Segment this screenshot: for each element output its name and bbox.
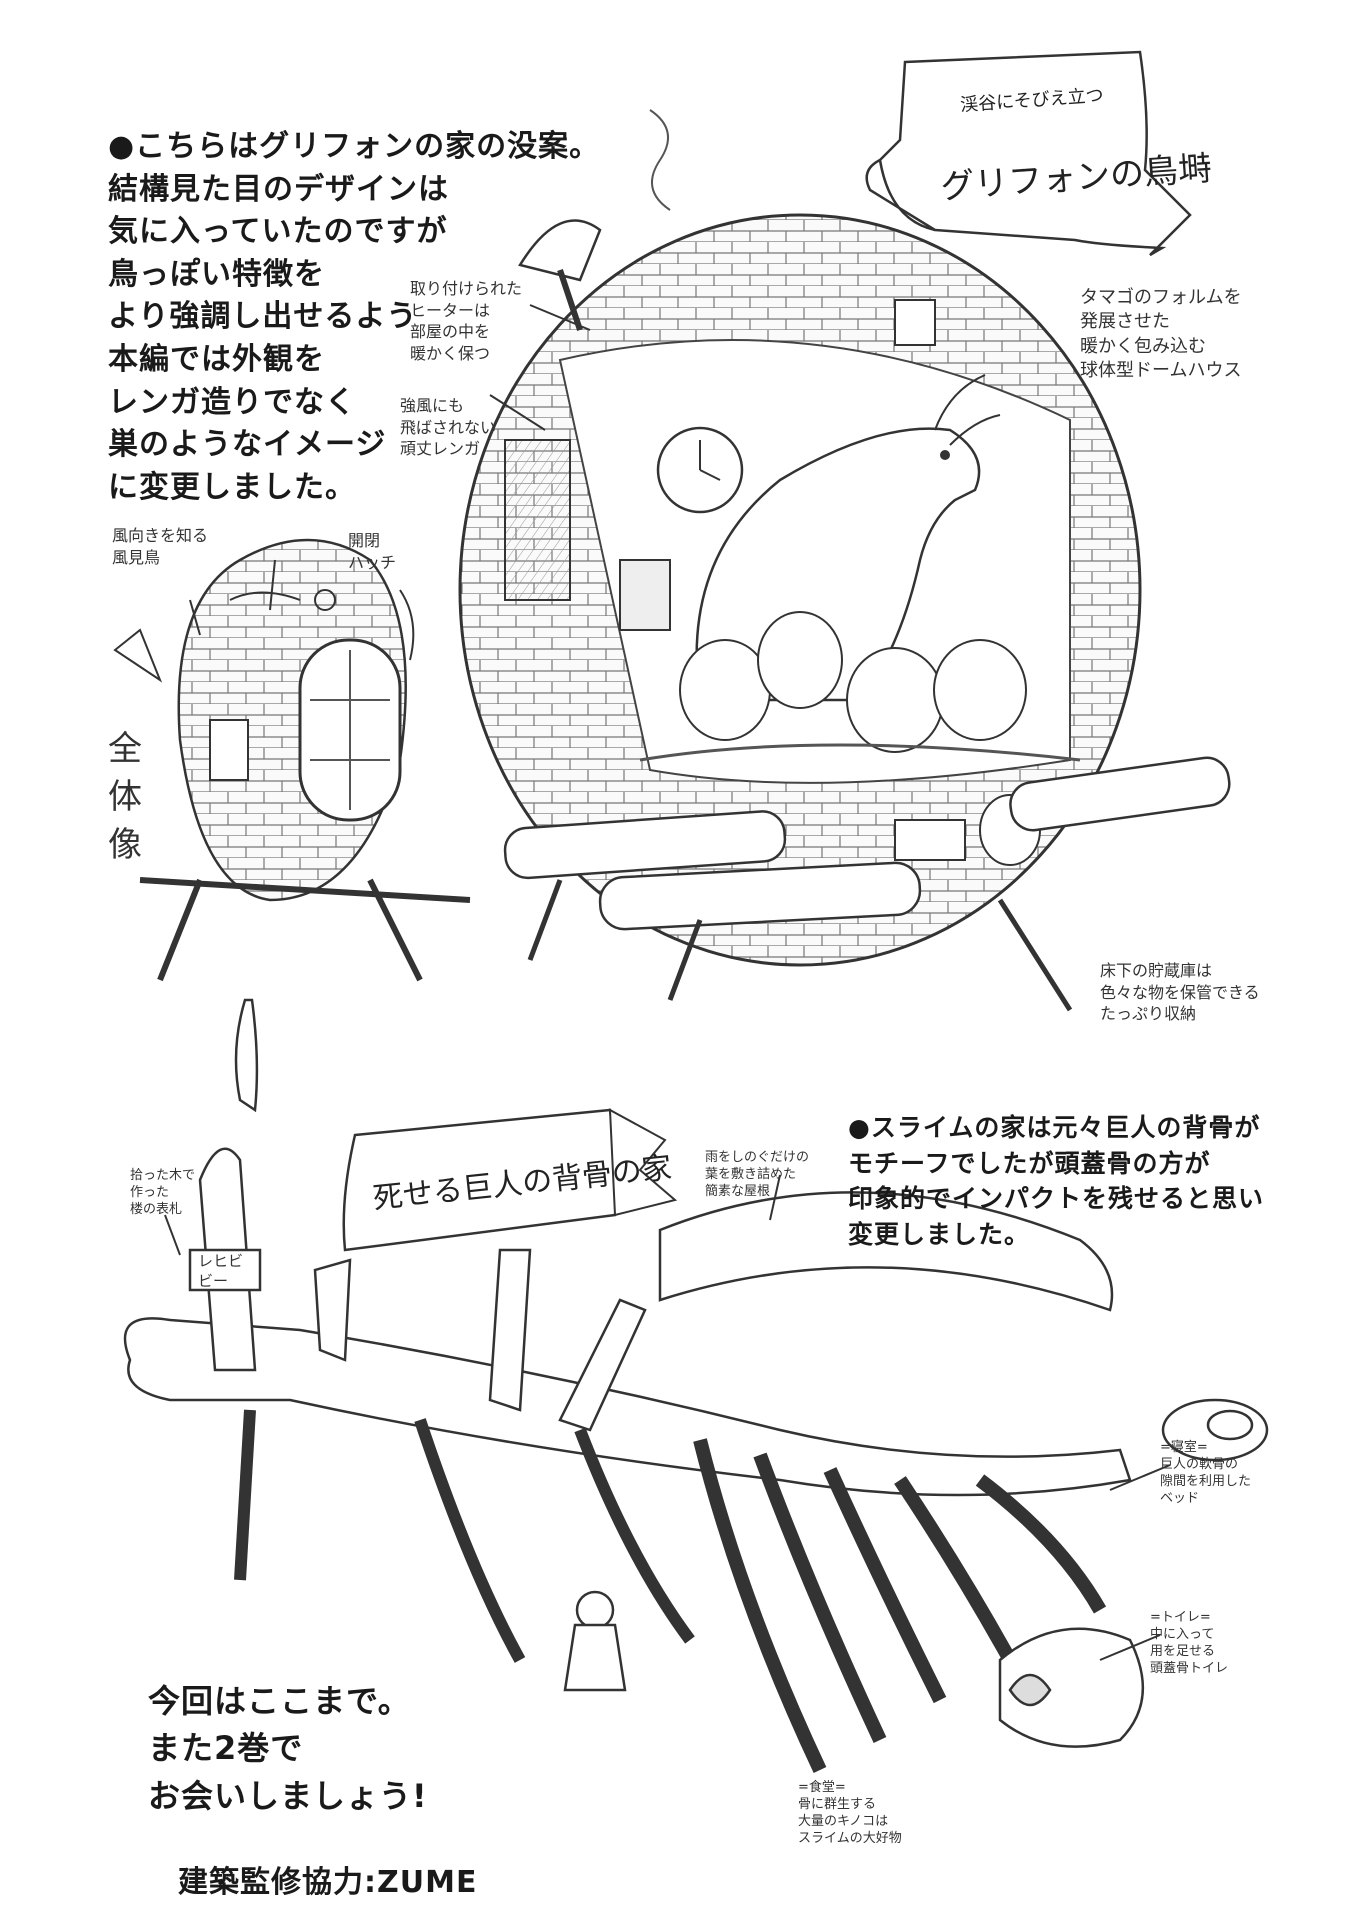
griffon-title-banner (865, 50, 1192, 257)
brick-note: 強風にも 飛ばされない 頑丈レンガ (400, 396, 497, 459)
hatch-note: 開閉 ハッチ (348, 531, 397, 572)
roof-note: 雨をしのぐだけの 葉を敷き詰めた 簡素な屋根 (705, 1150, 810, 1199)
giant-intro-text: ●スライムの家は元々巨人の背骨が モチーフでしたが頭蓋骨の方が 印象的でインパク… (848, 1113, 1265, 1249)
weather-vane-note: 風向きを知る 風見鳥 (112, 526, 209, 567)
heater-note: 取り付けられた ヒーターは 部屋の中を 暖かく保つ (410, 279, 523, 363)
small-egg-house (113, 538, 471, 982)
giant-title-banner (342, 1108, 678, 1252)
dining-note: =食堂= 骨に群生する 大量のキノコは スライムの大好物 (798, 1780, 902, 1846)
egg-form-note: タマゴのフォルムを 発展させた 暖かく包み込む 球体型ドームハウス (1080, 287, 1242, 381)
giant-skeleton-house (123, 998, 1269, 1773)
architecture-credit: 建築監修協力:ZUME (178, 1865, 478, 1900)
storage-note: 床下の貯蔵庫は 色々な物を保管できる たっぷり収納 (1100, 961, 1260, 1024)
nameplate-sign: レヒビ ビー (198, 1252, 244, 1290)
annotation-arrows (164, 304, 1171, 1661)
toilet-note: =トイレ= 中に入って 用を足せる 頭蓋骨トイレ (1150, 1610, 1229, 1676)
nameplate-note: 拾った木で 作った 楼の表札 (130, 1168, 196, 1217)
closing-message: 今回はここまで。 また2巻で お会いしましょう! (148, 1682, 428, 1815)
griffon-intro-text: ●こちらはグリフォンの家の没案。 結構見た目のデザインは 気に入っていたのですが… (108, 129, 601, 505)
overall-view-label: 全体像 (101, 730, 142, 874)
bedroom-note: =寝室= 巨人の軟骨の 隙間を利用した ベッド (1160, 1440, 1252, 1506)
griffon-egg-house (458, 109, 1231, 1012)
